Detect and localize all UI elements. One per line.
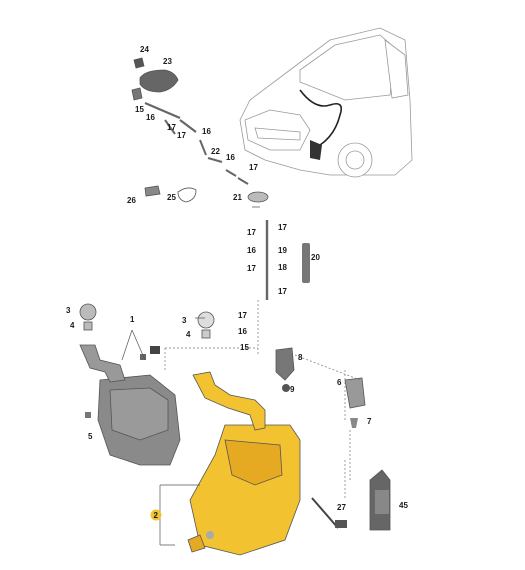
- leader-lines: [121, 206, 361, 546]
- callout-labels: 24 23 15 16 17 17 16 22 16 17 26 25 21 1…: [66, 45, 408, 521]
- callout-25: 25: [167, 193, 176, 202]
- callout-3: 3: [182, 316, 187, 325]
- callout-8: 8: [298, 353, 303, 362]
- callout-16: 16: [202, 127, 211, 136]
- callout-15: 15: [135, 105, 144, 114]
- callout-16: 16: [146, 113, 155, 122]
- callout-5: 5: [88, 432, 93, 441]
- callout-26: 26: [127, 196, 136, 205]
- callout-16: 16: [247, 246, 256, 255]
- callout-3: 3: [66, 306, 71, 315]
- callout-16: 16: [226, 153, 235, 162]
- callout-9: 9: [290, 385, 295, 394]
- car-illustration: [239, 27, 413, 178]
- callout-4: 4: [70, 321, 75, 330]
- callout-16: 16: [238, 327, 247, 336]
- callout-19: 19: [278, 246, 287, 255]
- callout-21: 21: [233, 193, 242, 202]
- callout-17: 17: [249, 163, 258, 172]
- callout-27: 27: [337, 503, 346, 512]
- callout-20: 20: [311, 253, 320, 262]
- callout-6: 6: [337, 378, 342, 387]
- callout-17: 17: [238, 311, 247, 320]
- callout-17: 17: [247, 264, 256, 273]
- callout-17: 17: [167, 123, 176, 132]
- callout-17: 17: [247, 228, 256, 237]
- callout-1: 1: [130, 315, 135, 324]
- callout-23: 23: [163, 57, 172, 66]
- sensor-and-fluid: [311, 469, 391, 531]
- callout-22: 22: [211, 147, 220, 156]
- hose-column: [257, 220, 310, 355]
- callout-7: 7: [367, 417, 372, 426]
- callout-2-highlight: [150, 509, 162, 521]
- callout-17: 17: [177, 131, 186, 140]
- callout-15: 15: [240, 343, 249, 352]
- callout-24: 24: [140, 45, 149, 54]
- callout-45: 45: [399, 501, 408, 510]
- callout-4: 4: [186, 330, 191, 339]
- nozzle-parts: [131, 57, 269, 203]
- callout-17: 17: [278, 223, 287, 232]
- grey-tank: [79, 303, 181, 466]
- callout-2: 2: [154, 511, 159, 520]
- yellow-tank: [187, 311, 301, 556]
- callout-17: 17: [278, 287, 287, 296]
- callout-18: 18: [278, 263, 287, 272]
